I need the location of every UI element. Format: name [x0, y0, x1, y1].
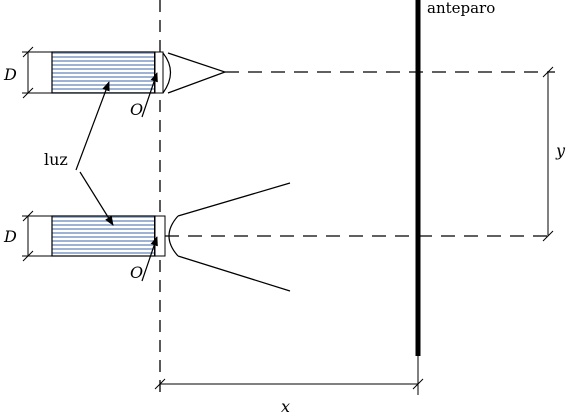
dimension-y: [542, 66, 554, 242]
dimension-d-bottom: [22, 210, 52, 262]
lens-top: [162, 52, 172, 94]
diameter-label-top: D: [3, 65, 17, 84]
light-label: luz: [44, 150, 68, 169]
light-pointer-bottom: [79, 171, 114, 226]
dimension-x: [154, 356, 424, 395]
origin-pointer-top: [141, 72, 158, 118]
beam-top: [167, 52, 227, 94]
beam-bottom-lower: [177, 255, 291, 292]
light-pointer-top: [75, 81, 110, 171]
screen-label: anteparo: [427, 0, 495, 17]
diameter-label-bottom: D: [3, 227, 17, 246]
origin-pointer-bottom: [141, 236, 158, 282]
dimension-d-top: [22, 46, 52, 99]
origin-label-bottom: O: [130, 263, 143, 282]
offset-label-y: y: [555, 141, 566, 160]
light-source-bottom: [51, 215, 166, 257]
origin-label-top: O: [130, 100, 143, 119]
distance-label-x: x: [281, 397, 290, 416]
beam-bottom-upper: [177, 182, 291, 217]
